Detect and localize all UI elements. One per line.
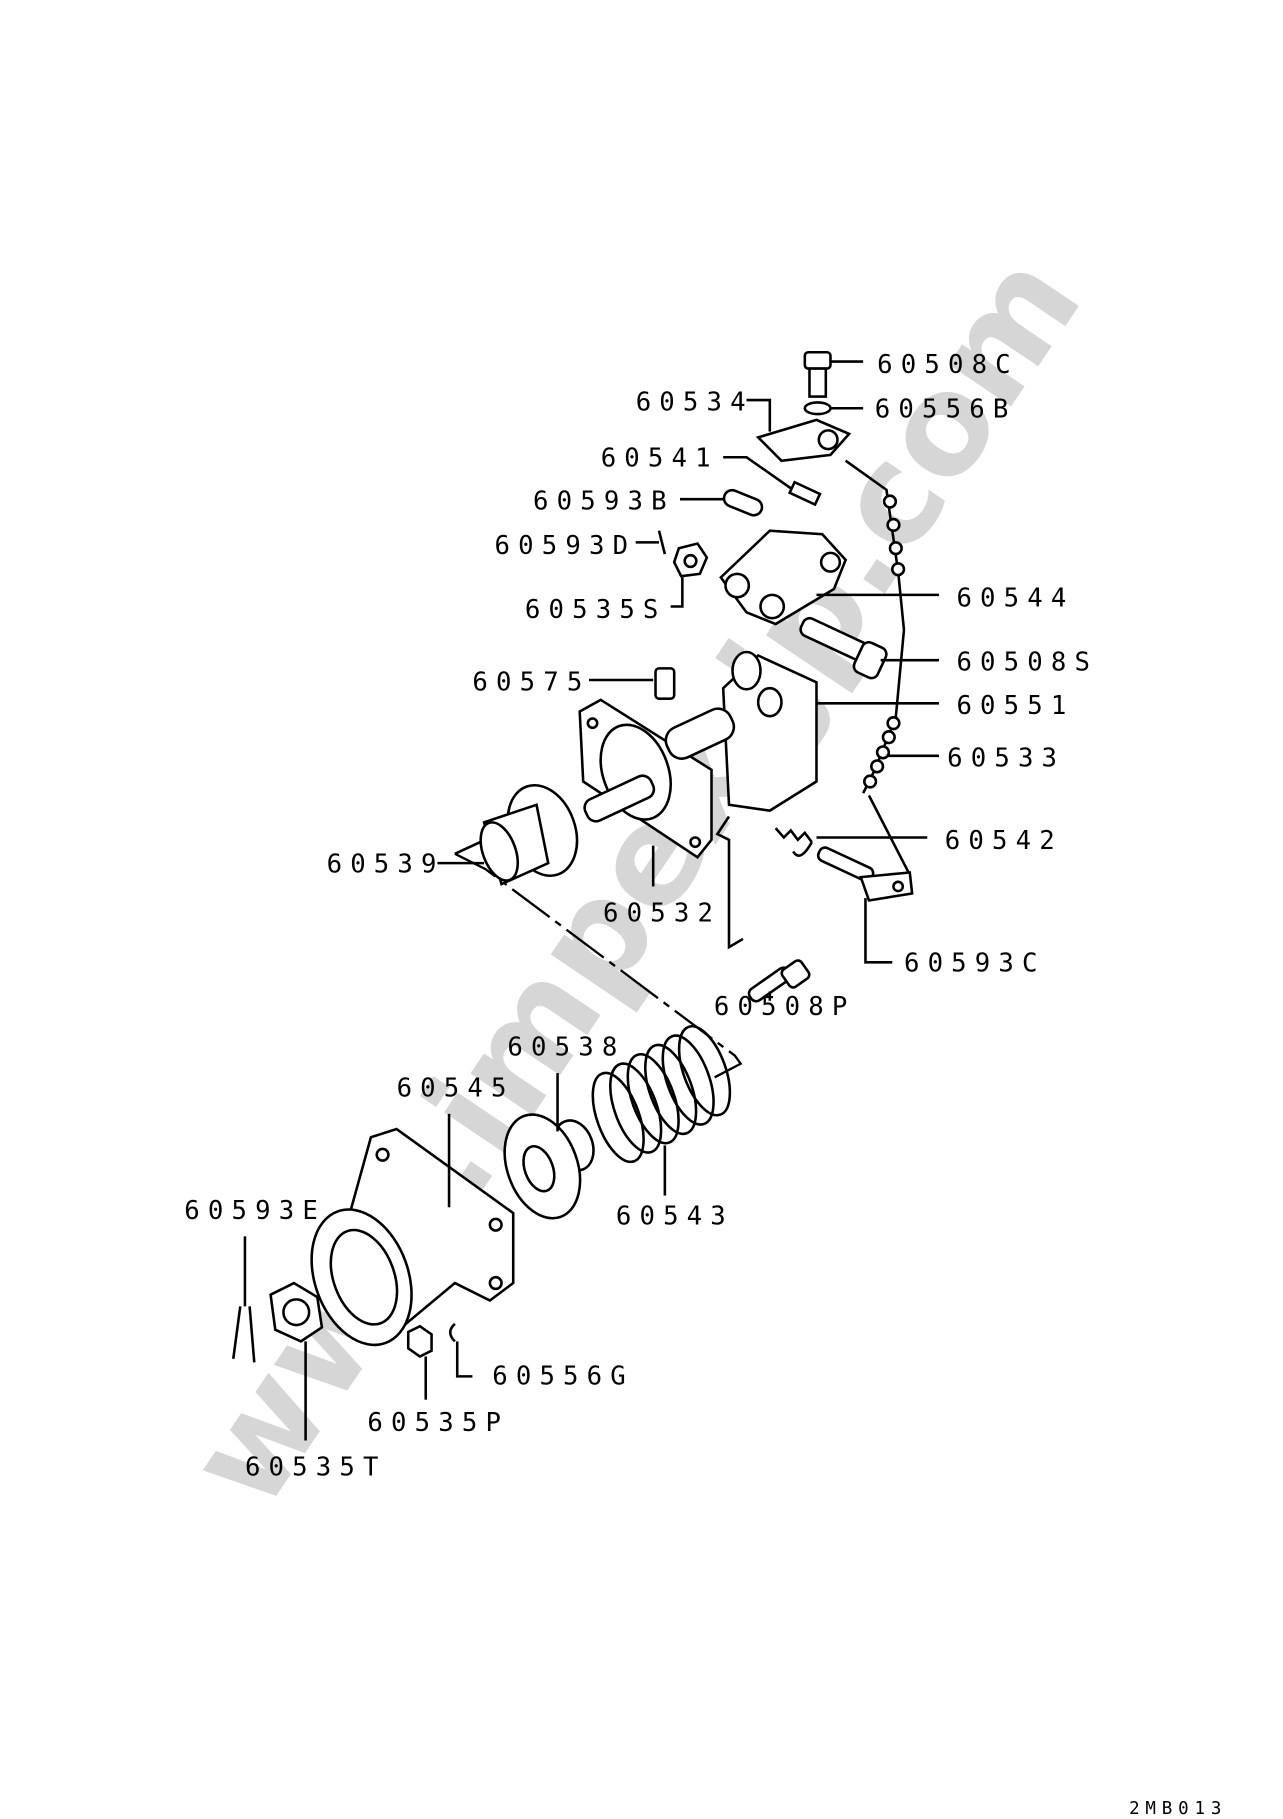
lever-60544	[719, 529, 939, 626]
bolt-60508P	[715, 815, 811, 1003]
boot-60539	[437, 783, 579, 886]
piston-60538	[503, 1073, 595, 1220]
label-60508S: 60508S	[956, 648, 1098, 678]
label-60508P: 60508P	[714, 992, 856, 1022]
link-60593C	[816, 846, 914, 964]
label-60543: 60543	[616, 1202, 734, 1232]
cotter-pin-60593E	[232, 1236, 256, 1363]
label-60556G: 60556G	[492, 1362, 634, 1392]
label-60533: 60533	[947, 743, 1065, 773]
clevis-60534	[746, 398, 852, 463]
label-60508C: 60508C	[877, 350, 1019, 380]
label-60532: 60532	[603, 898, 721, 928]
label-60535S: 60535S	[525, 595, 667, 625]
cotter-pin-60593D	[635, 530, 667, 555]
nut-60535S	[670, 542, 709, 608]
label-60556B: 60556B	[875, 395, 1017, 425]
nut-60535P	[406, 1324, 433, 1400]
washer-60556G	[448, 1322, 473, 1378]
spring-60543	[591, 1025, 732, 1196]
label-60544: 60544	[956, 584, 1074, 614]
label-60593E: 60593E	[184, 1196, 326, 1226]
label-60535T: 60535T	[245, 1452, 387, 1482]
label-60539: 60539	[327, 849, 445, 879]
label-60542: 60542	[945, 826, 1063, 856]
fitting-60575	[589, 667, 676, 700]
housing-60532	[578, 698, 736, 887]
diagram-code: 2MB013	[1129, 1799, 1227, 1819]
spring-60542	[774, 827, 928, 857]
pin-60541	[723, 455, 822, 507]
chain-60533	[844, 459, 939, 876]
label-60593C: 60593C	[904, 949, 1046, 979]
label-60551: 60551	[956, 691, 1074, 721]
bolt-60508S	[799, 616, 939, 680]
bolt-60508C	[803, 350, 864, 398]
label-60593D: 60593D	[495, 531, 637, 561]
label-60545: 60545	[397, 1073, 515, 1103]
label-60538: 60538	[507, 1033, 625, 1063]
cylinder-60545	[310, 1113, 515, 1347]
washer-60556B	[803, 401, 864, 416]
pin-60593B	[680, 488, 764, 517]
label-60593B: 60593B	[533, 487, 675, 517]
label-60541: 60541	[601, 444, 719, 474]
label-60575: 60575	[472, 668, 590, 698]
label-60534: 60534	[636, 388, 754, 418]
nut-60535T	[269, 1281, 324, 1441]
lever-60551	[721, 650, 939, 812]
label-60535P: 60535P	[367, 1408, 509, 1438]
